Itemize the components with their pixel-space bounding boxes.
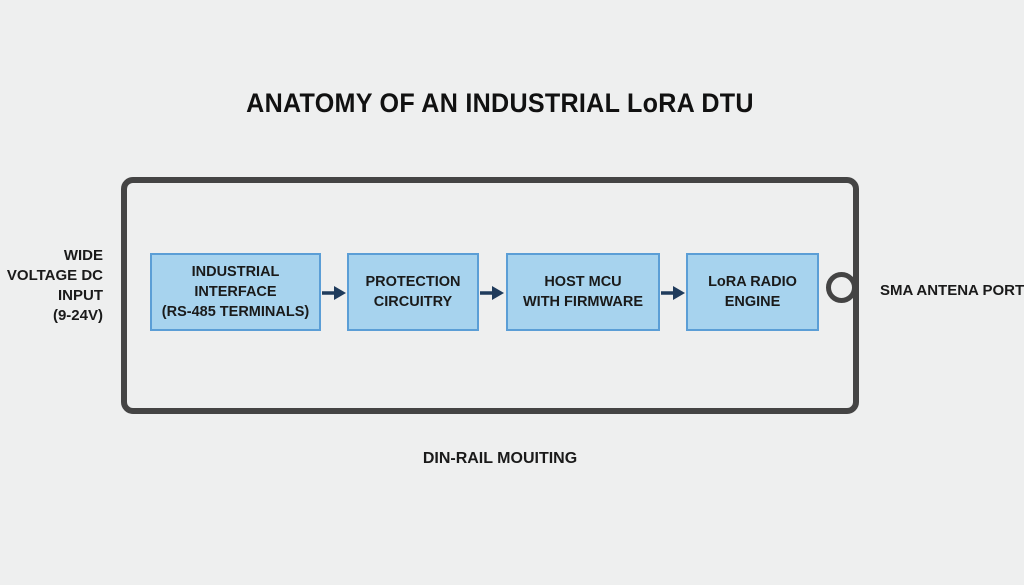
arrow-mcu-to-radio [661, 286, 685, 300]
block-label-line: PROTECTION [365, 274, 461, 290]
dc-input-label-line: INPUT [58, 287, 103, 304]
block-label-line: LoRA RADIO [708, 274, 797, 290]
block-protection-circuitry: PROTECTION CIRCUITRY [347, 253, 479, 331]
block-label-line: CIRCUITRY [373, 294, 453, 310]
block-label-line: ENGINE [724, 294, 781, 310]
dc-input-label-line: WIDE [63, 247, 103, 264]
sma-port-label: SMA ANTENA PORT [880, 282, 1024, 299]
dc-input-label: WIDE VOLTAGE DC INPUT (9-24V) [0, 246, 103, 326]
dtu-enclosure [121, 177, 859, 414]
block-host-mcu: HOST MCU WITH FIRMWARE [506, 253, 660, 331]
diagram-title: ANATOMY OF AN INDUSTRIAL LoRA DTU [246, 88, 754, 118]
sma-port-icon [826, 272, 857, 303]
arrow-interface-to-protection [322, 286, 346, 300]
dc-input-label-line: VOLTAGE DC [6, 267, 103, 284]
block-lora-radio-engine: LoRA RADIO ENGINE [686, 253, 819, 331]
block-label-line: HOST MCU [544, 274, 622, 290]
block-label-line: (RS-485 TERMINALS) [161, 304, 310, 320]
block-industrial-interface: INDUSTRIAL INTERFACE (RS-485 TERMINALS) [150, 253, 321, 331]
din-rail-label: DIN-RAIL MOUITING [422, 450, 578, 467]
dc-input-label-line: (9-24V) [52, 307, 103, 324]
block-label-line: WITH FIRMWARE [522, 294, 643, 310]
arrow-protection-to-mcu [480, 286, 504, 300]
block-label-line: INDUSTRIAL INTERFACE [191, 264, 280, 300]
